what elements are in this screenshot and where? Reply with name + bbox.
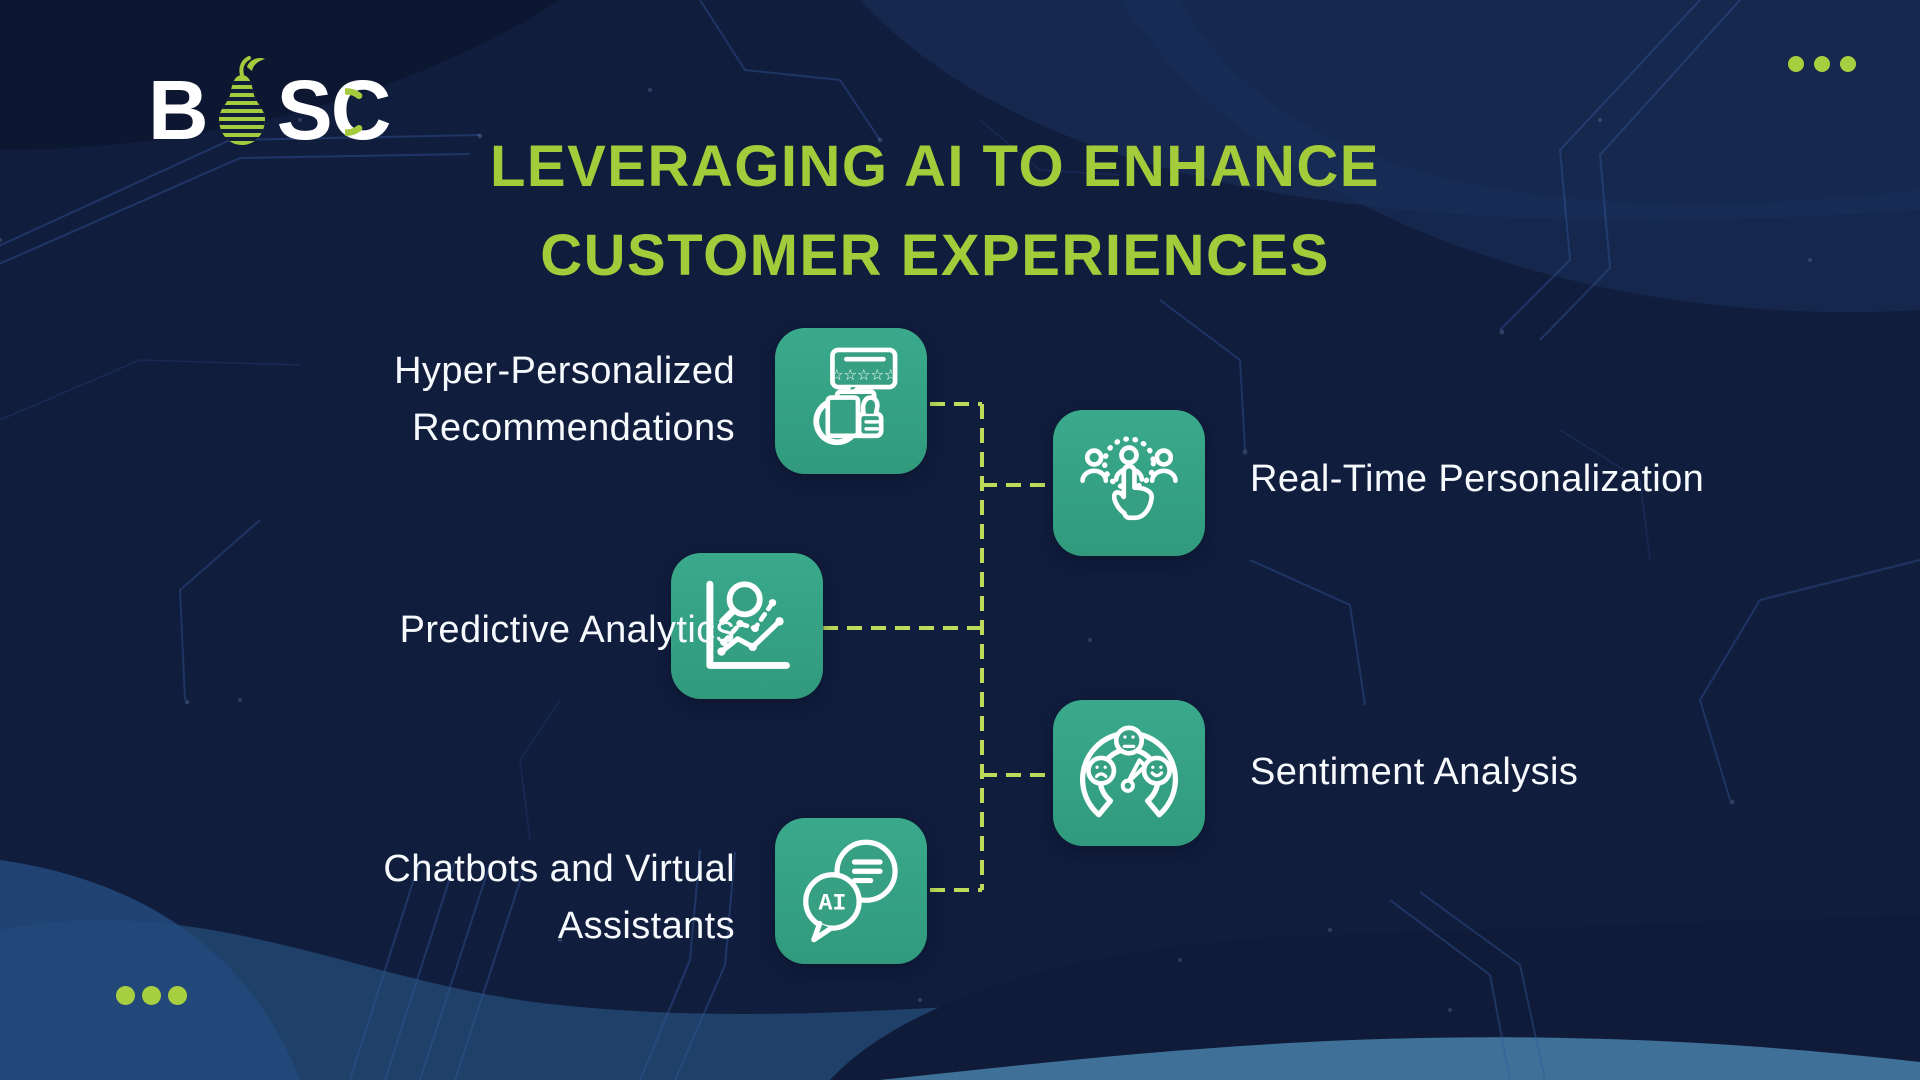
- wave-top-right-inner: [1120, 0, 1920, 313]
- icon-tile-real-time: [1053, 410, 1205, 556]
- pear-stem: [239, 56, 251, 77]
- icon-tile-predictive-analytics: [671, 553, 823, 699]
- user-selection-icon: [1080, 436, 1178, 521]
- item-label-sentiment-analysis: Sentiment Analysis: [1250, 751, 1579, 793]
- item-label-predictive-analytics: Predictive Analytics: [399, 609, 735, 651]
- logo-c-arc-icon: [345, 88, 363, 136]
- star-rating-glyphs: ☆☆☆☆☆: [830, 366, 898, 384]
- corner-dots-top-right: [1788, 56, 1856, 72]
- sentiment-gauge-icon: [1079, 725, 1179, 818]
- icon-tile-chatbots: AI: [775, 818, 927, 964]
- pear-icon: [218, 56, 265, 145]
- wave-bottom-right-dark: [830, 915, 1920, 1080]
- logo-letter-c-glyph: C: [330, 63, 392, 157]
- logo-letter-c: C: [331, 68, 392, 152]
- item-label-chatbots: Chatbots and Virtual Assistants: [383, 848, 735, 947]
- wave-top-right: [860, 0, 1920, 221]
- bosc-logo: B S C: [148, 56, 392, 158]
- dot-icon: [142, 986, 161, 1005]
- ai-chat-icon: AI: [803, 839, 898, 943]
- review-thumbs-up-icon: ☆☆☆☆☆: [813, 347, 898, 446]
- pear-leaf: [246, 57, 265, 71]
- icon-tile-hyper-personalized: ☆☆☆☆☆: [775, 328, 927, 474]
- wave-bottom-crest: [880, 1037, 1920, 1080]
- dot-icon: [116, 986, 135, 1005]
- ai-label-glyph: AI: [819, 891, 847, 917]
- logo-letter-b: B: [148, 63, 209, 157]
- dot-icon: [168, 986, 187, 1005]
- item-label-real-time: Real-Time Personalization: [1250, 458, 1705, 500]
- dot-icon: [1840, 56, 1856, 72]
- page-title: LEVERAGING AI TO ENHANCE CUSTOMER EXPERI…: [250, 122, 1620, 300]
- dot-icon: [1788, 56, 1804, 72]
- wave-bottom-left: [0, 860, 300, 1080]
- corner-dots-bottom-left: [116, 986, 187, 1005]
- wave-top-left: [0, 0, 560, 150]
- page-title-line1: LEVERAGING AI TO ENHANCE: [490, 134, 1380, 199]
- dot-icon: [1814, 56, 1830, 72]
- pin-dots: [0, 88, 1812, 1012]
- page-title-line2: CUSTOMER EXPERIENCES: [540, 223, 1330, 288]
- dashed-connector-path: [823, 402, 1051, 892]
- analytics-magnifier-icon: [706, 580, 790, 669]
- circuit-traces-faint: [0, 119, 1651, 841]
- logo-letter-s: S: [276, 63, 333, 157]
- icon-tile-sentiment-analysis: [1053, 700, 1205, 846]
- item-label-hyper-personalized: Hyper-Personalized Recommendations: [394, 350, 735, 449]
